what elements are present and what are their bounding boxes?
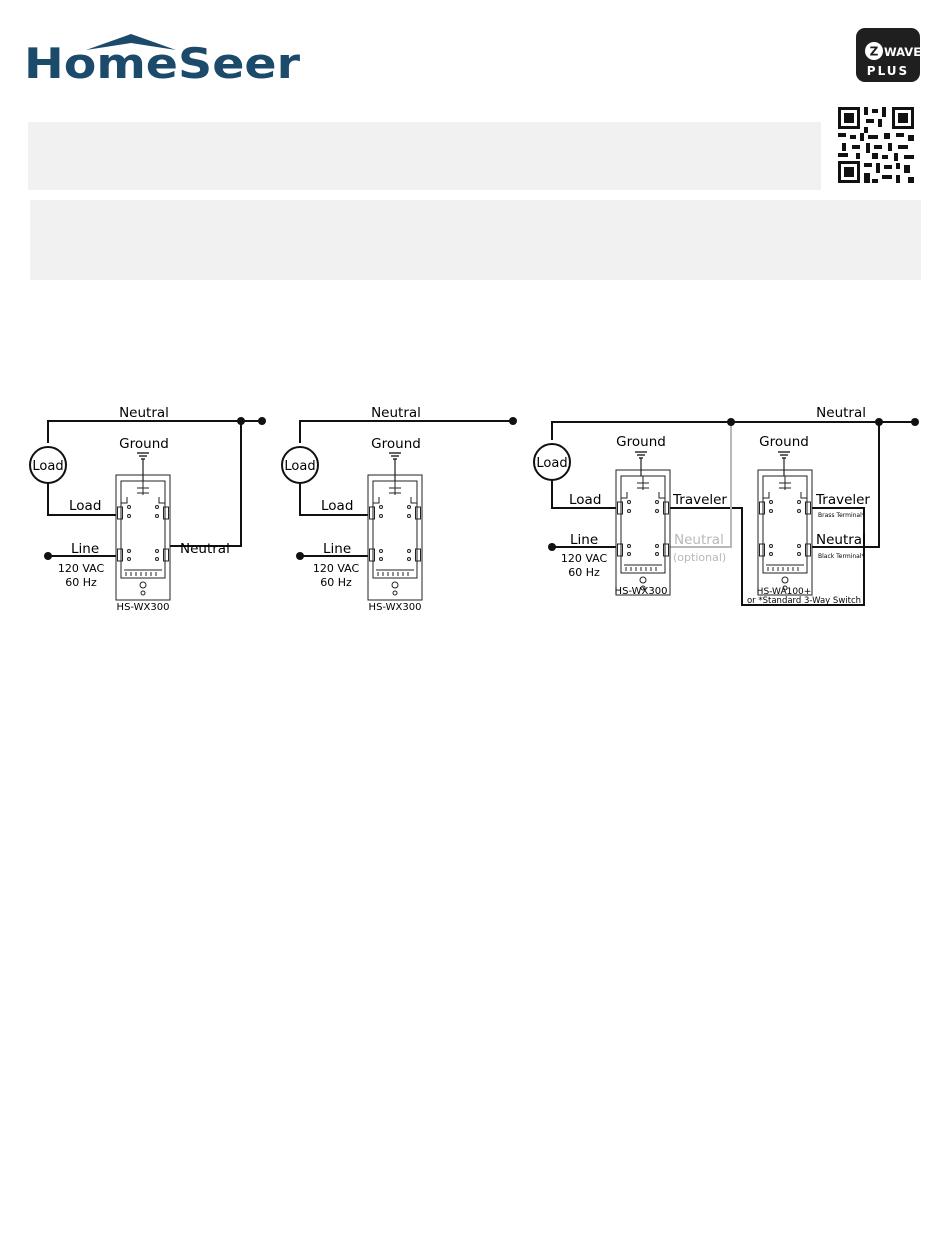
line-label: Line [71, 541, 99, 557]
load-wire-label: Load [321, 498, 353, 514]
switch-hs-wa100 [757, 469, 813, 596]
voltage-label: 120 VAC [313, 562, 360, 575]
device-main-label: HS-WX300 [615, 586, 668, 597]
load-circle-label: Load [32, 459, 63, 474]
load-wire-label: Load [569, 492, 601, 508]
ground-aux-label: Ground [759, 434, 809, 450]
line-label: Line [323, 541, 351, 557]
load-circle [29, 446, 67, 484]
brass-terminal-label: Brass Terminal* [818, 512, 865, 519]
logo-text: HomeSeer [24, 39, 300, 82]
black-terminal-label: Black Terminal* [818, 553, 865, 560]
homeseer-logo: HomeSeer [24, 30, 304, 82]
diagram-three-way: Neutral Ground Ground Load Load Line 120… [533, 405, 919, 606]
frequency-label: 60 Hz [320, 576, 352, 589]
load-circle [533, 443, 571, 481]
zwave-plus-badge: Z WAVE PLUS [855, 27, 921, 83]
neutral-aux-label: Neutral [816, 532, 866, 548]
device-aux-alt-label: or *Standard 3-Way Switch [747, 596, 861, 606]
neutral-label: Neutral [816, 405, 866, 421]
frequency-label: 60 Hz [65, 576, 97, 589]
neutral-label: Neutral [371, 405, 421, 421]
device-aux-label: HS-WA100+ [757, 587, 812, 597]
logo-roof-icon [86, 34, 176, 50]
badge-wave-text: WAVE [884, 45, 921, 59]
line-label: Line [570, 532, 598, 548]
svg-text:Z: Z [870, 45, 879, 59]
device-label: HS-WX300 [117, 602, 170, 613]
frequency-label: 60 Hz [568, 566, 600, 579]
ground-label: Ground [119, 436, 169, 452]
diagram-single-pole-neutral: Neutral Ground Load Load Line 120 VAC 60… [29, 405, 266, 613]
neutral-label: Neutral [119, 405, 169, 421]
header-band [28, 122, 821, 190]
diagram-single-pole: Neutral Ground Load Load Line 120 VAC 60… [281, 405, 517, 613]
qr-code-icon [838, 107, 914, 183]
zwave-logo-icon [865, 42, 883, 60]
neutral-optional-label: Neutral [674, 532, 724, 548]
wiring-diagrams: Neutral Ground Load Load Line 120 VAC 60… [0, 395, 950, 620]
neutral-right-label: Neutral [180, 541, 230, 557]
traveler-aux-label: Traveler [815, 492, 870, 508]
load-wire-label: Load [69, 498, 101, 514]
badge-plus-text: PLUS [867, 64, 909, 78]
switch-hs-wx300 [367, 474, 423, 601]
switch-hs-wx300 [615, 469, 671, 596]
traveler-main-label: Traveler [672, 492, 727, 508]
load-circle-label: Load [536, 456, 567, 471]
optional-neutral-wire [670, 422, 732, 548]
subheader-band [30, 200, 921, 280]
device-label: HS-WX300 [369, 602, 422, 613]
load-circle-label: Load [284, 459, 315, 474]
ground-main-label: Ground [616, 434, 666, 450]
switch-hs-wx300 [115, 474, 171, 601]
ground-label: Ground [371, 436, 421, 452]
optional-label: (optional) [673, 551, 726, 564]
voltage-label: 120 VAC [58, 562, 105, 575]
voltage-label: 120 VAC [561, 552, 608, 565]
load-circle [281, 446, 319, 484]
